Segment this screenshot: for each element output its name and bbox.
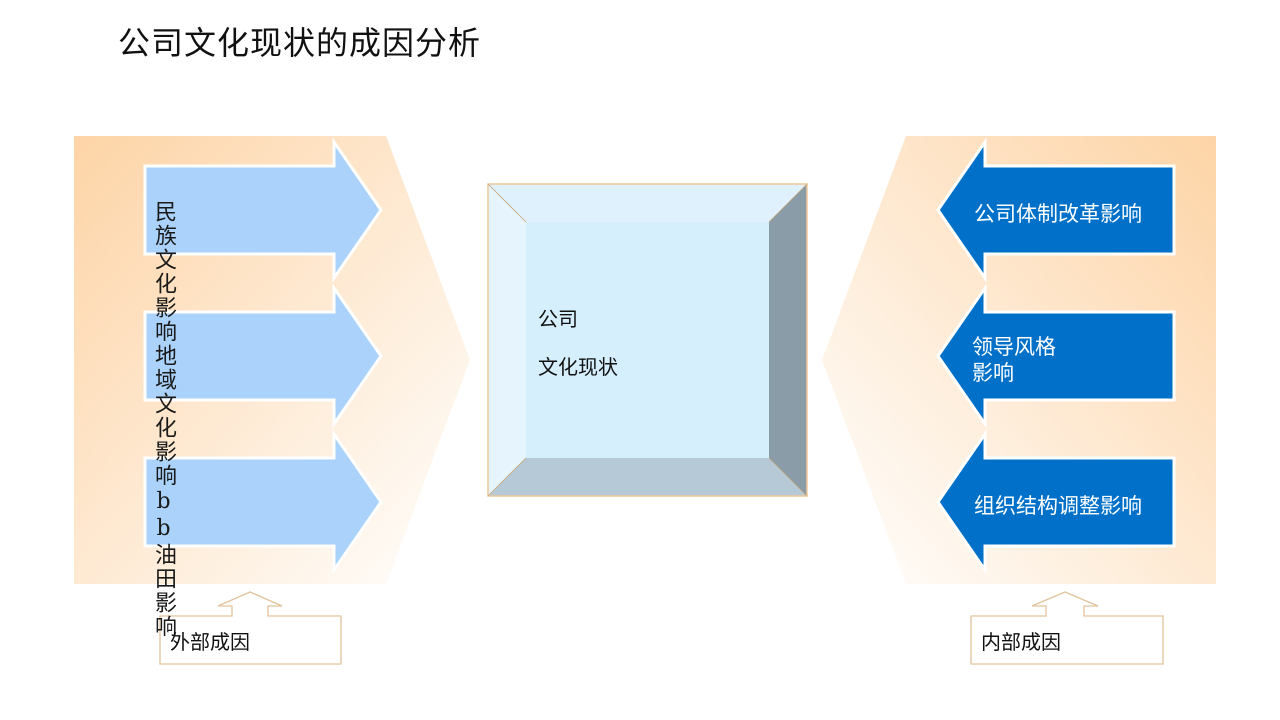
external-arrow-3 (143, 429, 383, 575)
center-line-2: 文化现状 (538, 355, 618, 379)
external-arrow-1 (143, 137, 383, 283)
external-item-1: 民族文化影响 (151, 200, 176, 344)
internal-arrow-2 (936, 283, 1176, 429)
external-item-3: bb油田影响 (151, 489, 176, 639)
internal-label-box (970, 591, 1164, 665)
center-line-1: 公司 (538, 307, 578, 331)
internal-item-2-line-2: 影响 (972, 361, 1014, 385)
internal-label: 内部成因 (981, 630, 1061, 654)
external-arrow-2 (143, 283, 383, 429)
internal-item-1: 公司体制改革影响 (974, 202, 1142, 226)
internal-arrow-3 (936, 429, 1176, 575)
center-bevel-box (487, 183, 808, 497)
internal-item-3: 组织结构调整影响 (974, 494, 1142, 518)
external-item-2: 地域文化影响 (151, 344, 176, 488)
external-label: 外部成因 (170, 630, 250, 654)
page-title: 公司文化现状的成因分析 (118, 24, 482, 62)
internal-arrow-1 (936, 137, 1176, 283)
internal-item-2-line-1: 领导风格 (972, 335, 1056, 359)
external-label-box (159, 591, 342, 665)
